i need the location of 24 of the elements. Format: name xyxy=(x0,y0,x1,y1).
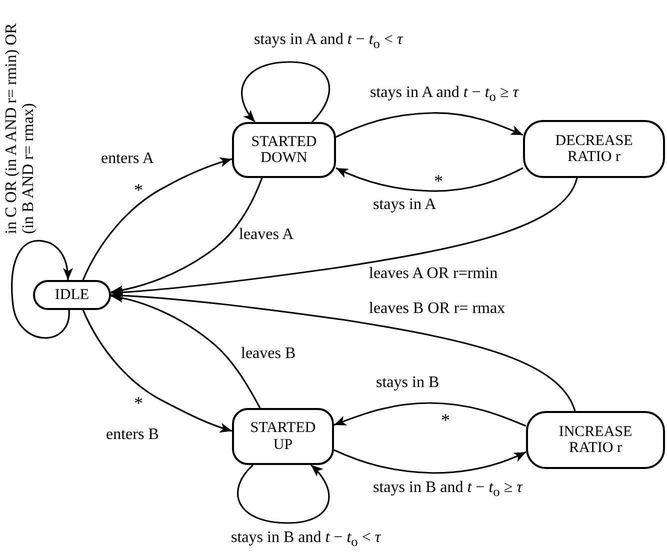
transition-arrow xyxy=(82,310,232,432)
transition-arrow xyxy=(110,293,261,408)
state-box: DECREASE RATIO r xyxy=(523,120,665,178)
transition-arrow xyxy=(241,61,330,123)
transition-arrow xyxy=(82,157,232,280)
transition-arrow xyxy=(110,178,578,298)
state-box: STARTED UP xyxy=(232,408,334,465)
note-mark: * xyxy=(134,394,143,412)
state-box: IDLE xyxy=(33,280,111,310)
note-mark: * xyxy=(441,411,450,429)
transition-arrow xyxy=(336,112,524,138)
transition-arrow xyxy=(334,449,526,474)
note-mark: * xyxy=(134,181,143,199)
transition-arrow xyxy=(110,178,263,296)
transition-arrow xyxy=(334,402,526,427)
state-box: STARTED DOWN xyxy=(232,122,336,178)
state-box: INCREASE RATIO r xyxy=(526,411,665,469)
edge-label: stays in B xyxy=(375,374,440,392)
transition-arrow xyxy=(11,240,73,339)
edge-label: stays in A xyxy=(372,196,438,214)
transition-arrow xyxy=(336,167,524,192)
transition-arrow xyxy=(110,290,576,412)
note-mark: * xyxy=(434,172,443,190)
transition-arrow xyxy=(237,464,330,524)
